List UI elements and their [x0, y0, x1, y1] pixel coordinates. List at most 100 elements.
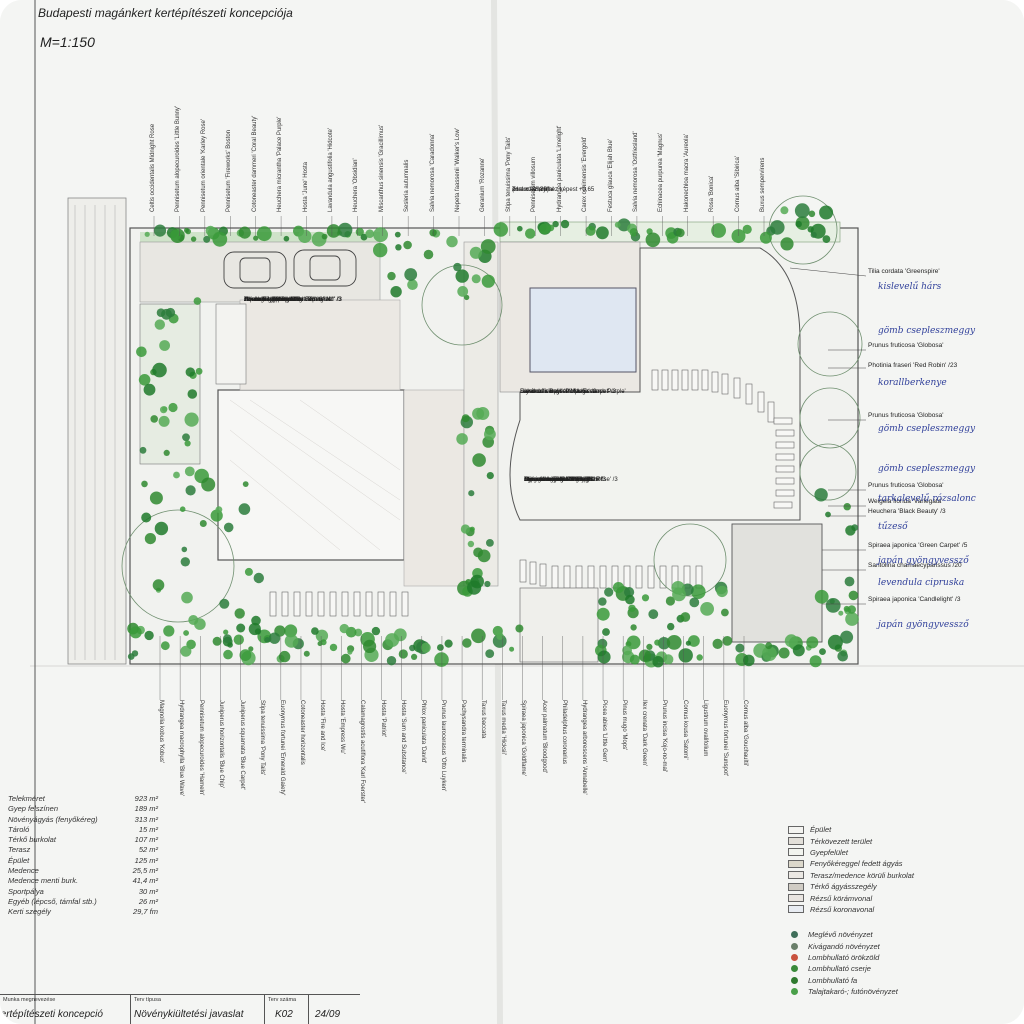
legend-swatch	[788, 905, 804, 914]
legend-symbol-label: Talajtakaró-; futónövényzet	[808, 987, 898, 997]
plant-symbol	[486, 472, 494, 480]
legend-swatch	[788, 882, 804, 891]
legend-label: Rézsű körámvonal	[810, 893, 873, 903]
bed-left-label-9: Terasz hagymások /3	[244, 297, 301, 303]
street-hatch	[74, 205, 116, 660]
stat-label: Növényágyás (fenyőkéreg)	[8, 814, 98, 824]
tree-symbol-icon	[791, 942, 798, 950]
pool-top-label-1: Terasz szintjéhez képest +0,65	[512, 187, 595, 193]
right-callout-7: Spiraea japonica 'Green Carpet' /5	[868, 542, 968, 549]
plant-symbol	[468, 490, 475, 497]
stat-value: 189 m²	[134, 804, 158, 814]
top-label-11: Salvia nemorosa 'Caradonna'	[429, 133, 436, 212]
right-callout-3: Prunus fruticosa 'Globosa'	[868, 412, 944, 419]
plant-symbol	[390, 286, 402, 298]
plant-symbol	[547, 224, 555, 232]
plant-symbol	[163, 625, 175, 637]
legend-swatch	[788, 848, 804, 857]
pool-side-label-0: Dianthus serpyllum 'Magic carpet' /3	[520, 389, 616, 395]
legend-symbol-label: Lombhullató örökzöld	[808, 953, 880, 963]
legend-swatch	[788, 825, 804, 834]
plant-symbol	[199, 520, 207, 527]
plant-symbol	[806, 636, 819, 649]
plant-symbol	[136, 346, 147, 358]
plant-symbol	[264, 637, 271, 643]
bottom-label-3: Juniperus horizontalis 'Blue Chip'	[218, 700, 225, 789]
plant-symbol	[185, 485, 196, 496]
plant-symbol	[154, 521, 169, 536]
plant-symbol	[173, 471, 180, 479]
plant-symbol	[770, 220, 785, 235]
legend-symbol-row: Lombhullató cserje	[788, 963, 1008, 974]
bottom-label-13: Phlox paniculata 'David'	[419, 700, 426, 764]
plant-symbol	[354, 628, 363, 637]
plant-symbol	[654, 639, 661, 646]
plant-symbol	[759, 231, 772, 244]
plant-symbol	[762, 646, 777, 661]
plant-symbol	[212, 636, 222, 646]
plant-symbol	[469, 246, 482, 259]
stat-row: Növényágyás (fenyőkéreg)313 m²	[8, 815, 158, 825]
plant-symbol	[423, 249, 434, 260]
pool-side-label-3: Lavandula angustifolia 'Essence Purple'	[520, 389, 626, 395]
plant-symbol	[403, 240, 412, 250]
plant-symbol	[363, 639, 377, 654]
plant-symbol	[792, 644, 805, 657]
plant-symbol	[347, 649, 353, 655]
plant-symbol	[152, 579, 165, 591]
plant-symbol	[688, 635, 700, 647]
plant-symbol	[365, 229, 375, 238]
plant-symbol	[311, 627, 319, 635]
right-callout-2: Photinia fraseri 'Red Robin' /23	[868, 362, 958, 369]
plant-symbol	[486, 539, 494, 547]
handwritten-note-7: japán gyöngyvessző	[878, 556, 969, 566]
plant-symbol	[596, 226, 609, 240]
stat-label: Térkő burkolat	[8, 835, 56, 845]
top-label-9: Miscanthus sinensis 'Gracillimus'	[378, 124, 385, 212]
bottom-label-23: Pinus mugo 'Mops'	[621, 700, 628, 751]
lawn-edge-label-2: Cuscuta lettunei 'Sunspot'	[524, 477, 593, 483]
plant-symbol	[602, 628, 610, 636]
plant-symbol	[181, 591, 193, 604]
plant-symbol	[236, 623, 246, 633]
plant-symbol	[845, 612, 859, 626]
bed-left-label-3: Heuchera 'Milan' /3	[244, 297, 295, 303]
plant-symbol	[819, 648, 826, 655]
stat-label: Sportpálya	[8, 886, 44, 896]
plant-symbol	[395, 244, 402, 251]
plant-symbol	[735, 643, 745, 653]
plant-symbol	[138, 374, 151, 386]
plant-symbol	[462, 638, 472, 648]
plant-symbol	[808, 210, 816, 218]
plant-symbol	[629, 654, 640, 665]
plant-symbol	[628, 604, 636, 612]
plant-symbol	[248, 646, 254, 652]
plant-symbol	[814, 589, 829, 604]
lawn-edge-label-8: Terasz hagymások /3	[524, 477, 581, 483]
pool-top-label-2: (Hm +138,80)	[512, 187, 549, 193]
plant-symbol	[721, 608, 729, 617]
plant-symbol	[187, 389, 198, 399]
plant-symbol	[185, 367, 195, 377]
stat-label: Tároló	[8, 824, 30, 834]
plant-symbol	[205, 225, 216, 236]
plant-symbol	[141, 480, 148, 488]
label-leaders	[153, 216, 765, 700]
plant-symbol	[539, 223, 550, 235]
plant-symbol	[163, 449, 170, 456]
plant-symbol	[780, 206, 789, 215]
lawn-edge-label-5: Salvia nemorosa 'Midnight Rose' /3	[524, 477, 618, 483]
plant-symbol	[219, 598, 230, 609]
plant-symbol	[795, 220, 802, 228]
top-label-23: Cornus alba 'Sibirica'	[734, 156, 741, 212]
cars	[223, 249, 357, 289]
plant-symbol	[845, 525, 856, 536]
plant-symbol	[201, 477, 216, 492]
top-label-2: Pennisetum orientale 'Karley Rose'	[200, 118, 207, 212]
lawn-edge-label-4: Bergenia cordifolia 'Rotblum'	[524, 477, 600, 483]
plant-symbol	[429, 229, 437, 237]
plant-symbol	[393, 628, 407, 642]
